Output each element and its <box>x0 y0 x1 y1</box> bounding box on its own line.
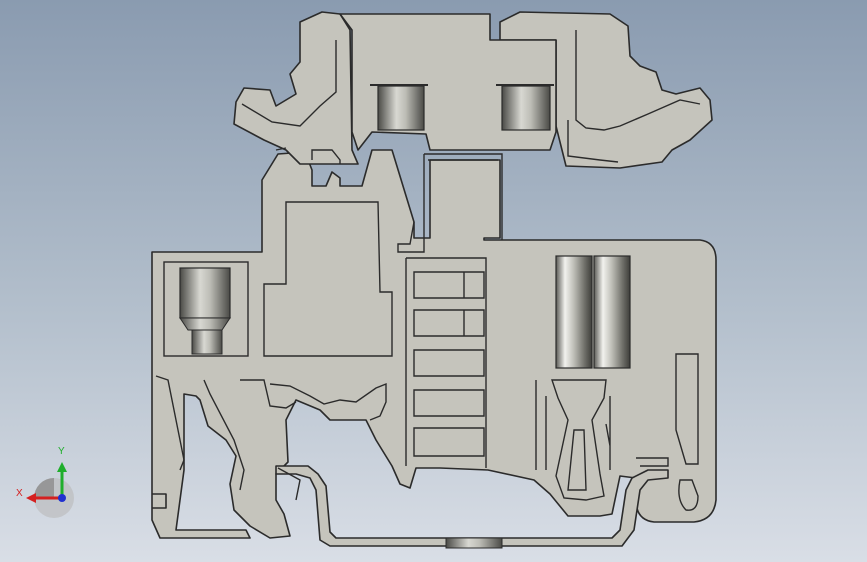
x-axis-label: X <box>16 488 23 499</box>
right-contact-bar-right <box>593 255 631 369</box>
left-inner-block <box>263 201 393 357</box>
right-contact-bar-left <box>555 255 593 369</box>
right-slim-slot <box>675 353 699 465</box>
din-rail <box>275 465 669 547</box>
slot-stack <box>413 271 485 457</box>
upper-right-screw-rim <box>496 84 554 86</box>
upper-right-screw <box>501 85 551 131</box>
right-oval-foot <box>678 479 699 511</box>
left-screw-head <box>179 267 231 319</box>
left-screw-chamfer <box>179 317 231 331</box>
right-rail-clip <box>636 457 669 467</box>
upper-left-recess <box>241 40 341 164</box>
left-rail-clip <box>277 467 301 501</box>
center-channel <box>397 153 503 253</box>
left-screw-shank <box>191 329 223 355</box>
left-screw-pocket <box>163 261 249 357</box>
x-axis-arrowhead <box>26 493 36 503</box>
y-axis-label: Y <box>58 446 65 457</box>
left-latch-hook <box>269 382 387 421</box>
slot-frame <box>405 257 487 468</box>
upper-right-clamp-housing <box>499 11 713 169</box>
y-axis-arrowhead <box>57 462 67 472</box>
upper-left-clamp-housing <box>233 11 359 165</box>
upper-left-screw <box>377 85 425 131</box>
upper-left-screw-rim <box>370 84 428 86</box>
triad-plane-shade <box>34 478 54 498</box>
spring-latch <box>535 379 611 501</box>
rail-screw <box>445 537 503 549</box>
terminal-housing <box>151 149 717 539</box>
z-axis-dot <box>58 494 66 502</box>
orientation-triad: X Y <box>16 446 74 518</box>
left-latch <box>155 375 297 491</box>
upper-right-recess <box>567 30 701 163</box>
